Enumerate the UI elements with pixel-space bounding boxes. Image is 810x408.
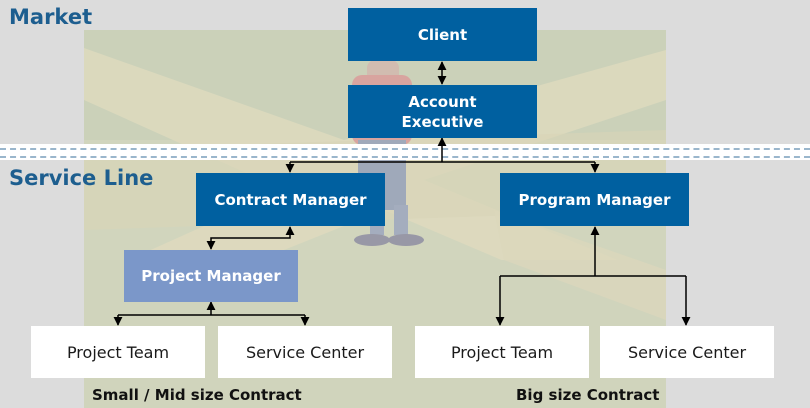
node-project-manager-label: Project Manager bbox=[141, 267, 281, 285]
node-project-team-left-label: Project Team bbox=[66, 342, 170, 362]
node-contract-manager: Contract Manager bbox=[196, 173, 385, 226]
caption-small-mid-contract: Small / Mid size Contract bbox=[92, 386, 302, 404]
section-label-service-line: Service Line bbox=[9, 166, 154, 190]
section-divider-dashed-line bbox=[0, 148, 810, 150]
node-project-manager: Project Manager bbox=[124, 250, 298, 302]
node-project-team-left: Project Team bbox=[31, 326, 205, 378]
node-service-center-right: Service Center bbox=[600, 326, 774, 378]
connector-contract-project bbox=[206, 226, 295, 250]
node-contract-manager-label: Contract Manager bbox=[214, 190, 367, 209]
node-account-executive-label: Account Executive bbox=[401, 92, 484, 131]
node-program-manager: Program Manager bbox=[500, 173, 689, 226]
node-client: Client bbox=[348, 8, 537, 61]
node-service-center-left-label: Service Center bbox=[245, 342, 365, 362]
section-divider-dashed-line bbox=[0, 156, 810, 158]
caption-big-contract: Big size Contract bbox=[516, 386, 660, 404]
node-service-center-right-label: Service Center bbox=[627, 342, 747, 362]
node-service-center-left: Service Center bbox=[218, 326, 392, 378]
node-program-manager-label: Program Manager bbox=[518, 190, 671, 209]
node-project-team-right-label: Project Team bbox=[450, 342, 554, 362]
node-account-executive: Account Executive bbox=[348, 85, 537, 138]
node-project-team-right: Project Team bbox=[415, 326, 589, 378]
section-label-market: Market bbox=[9, 5, 93, 29]
node-client-label: Client bbox=[417, 25, 468, 44]
